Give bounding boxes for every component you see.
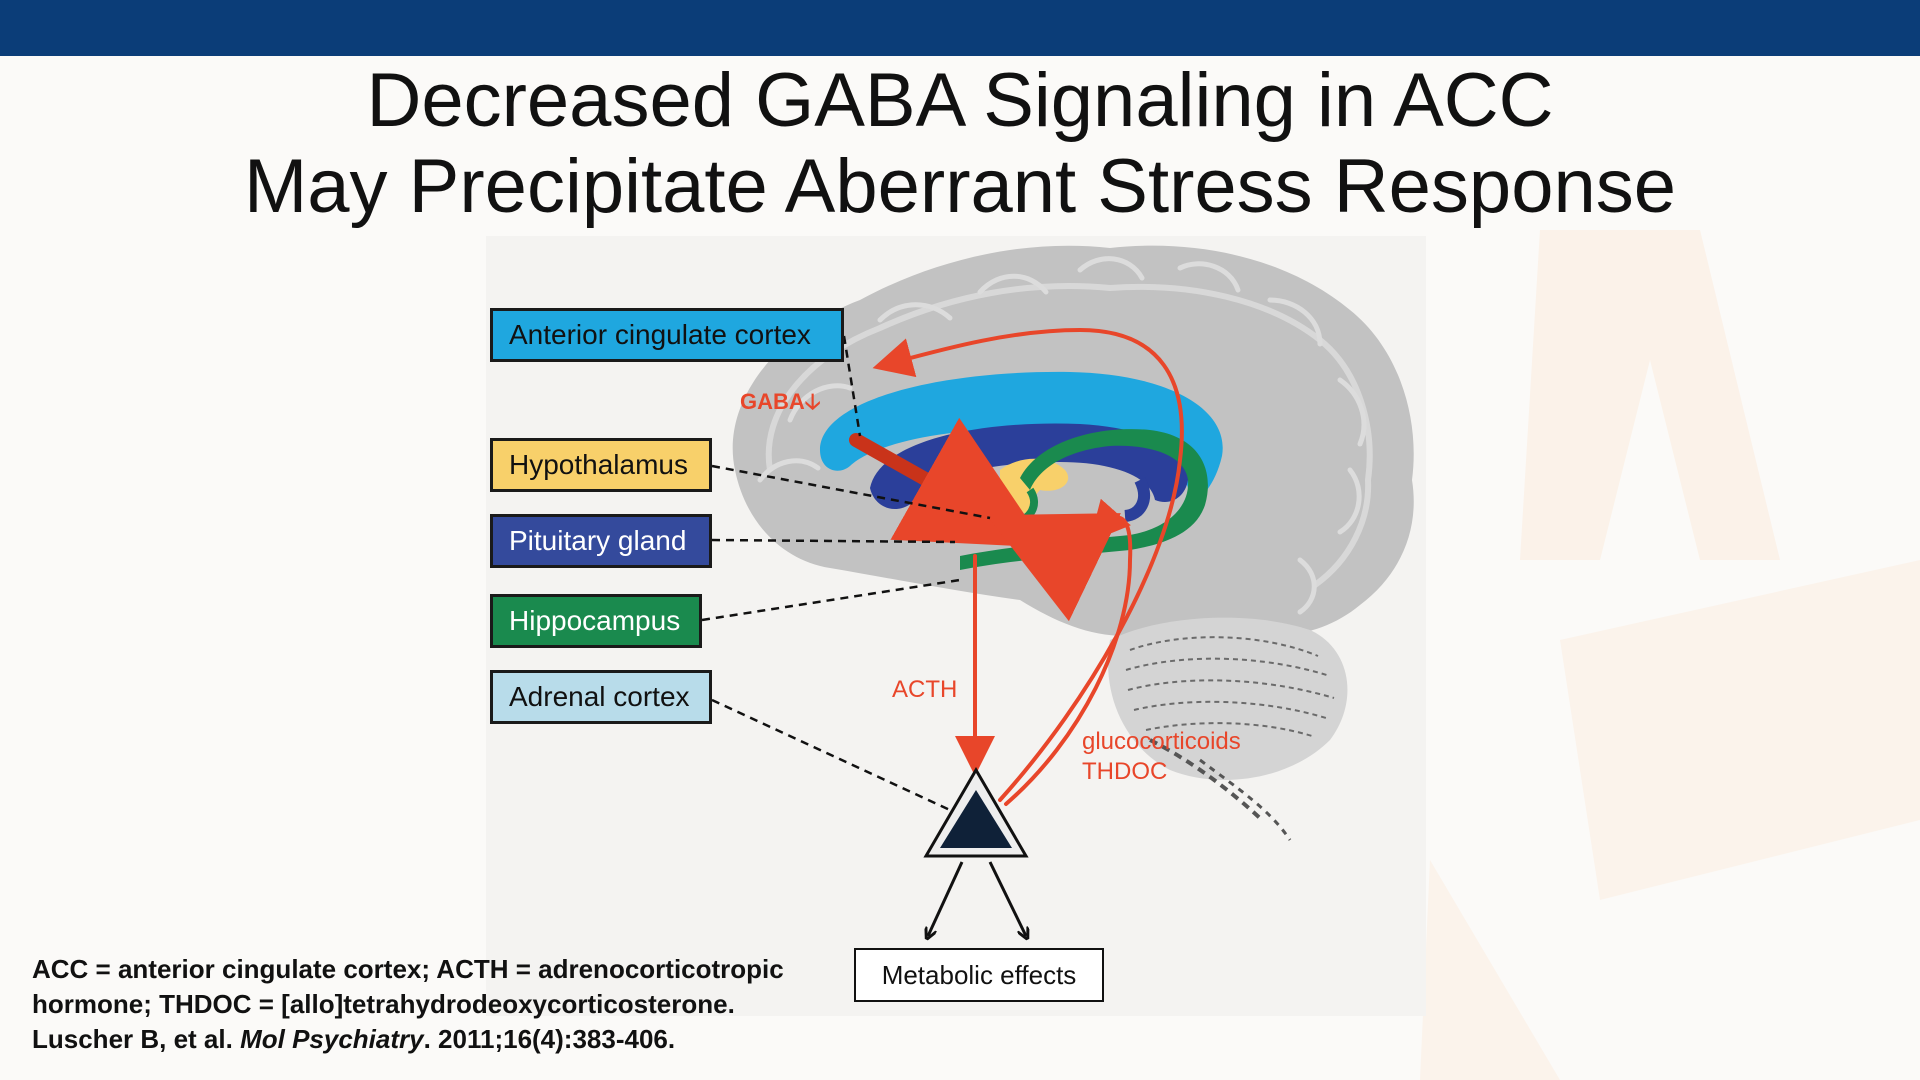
label-anterior-cingulate-cortex: Anterior cingulate cortex bbox=[490, 308, 844, 362]
citation-details: . 2011;16(4):383-406. bbox=[423, 1024, 676, 1054]
down-arrow-icon: 🡣 bbox=[804, 389, 821, 414]
metabolic-arrow-right bbox=[988, 861, 1026, 936]
gaba-label: GABA🡣 bbox=[740, 388, 821, 416]
hippocampus-inhibition-arrow bbox=[986, 513, 1121, 622]
footnote-line-1: ACC = anterior cingulate cortex; ACTH = … bbox=[32, 954, 784, 984]
slide-title: Decreased GABA Signaling in ACC May Prec… bbox=[0, 58, 1920, 230]
acth-label: ACTH bbox=[892, 676, 958, 703]
cerebellum bbox=[1108, 617, 1348, 780]
footnote-line-2: hormone; THDOC = [allo]tetrahydrodeoxyco… bbox=[32, 989, 735, 1019]
label-pituitary-gland: Pituitary gland bbox=[490, 514, 712, 568]
connector-hypothalamus bbox=[711, 464, 991, 520]
footnote: ACC = anterior cingulate cortex; ACTH = … bbox=[32, 952, 862, 1057]
label-metabolic-effects: Metabolic effects bbox=[854, 948, 1104, 1002]
connector-acc bbox=[842, 335, 862, 437]
title-line-2: May Precipitate Aberrant Stress Response bbox=[243, 144, 1676, 229]
label-hypothalamus: Hypothalamus bbox=[490, 438, 712, 492]
title-line-1: Decreased GABA Signaling in ACC bbox=[366, 58, 1554, 143]
connector-pituitary bbox=[711, 538, 956, 544]
connector-adrenal bbox=[711, 698, 951, 812]
label-adrenal-cortex: Adrenal cortex bbox=[490, 670, 712, 724]
gluco-to-acc-arrow bbox=[872, 327, 1184, 802]
brain-inner-shade bbox=[765, 282, 1373, 588]
label-hippocampus: Hippocampus bbox=[490, 594, 702, 648]
gaba-text: GABA bbox=[740, 389, 805, 414]
hippocampus-region bbox=[960, 429, 1208, 570]
glucocorticoids-label: glucocorticoids bbox=[1082, 728, 1241, 755]
adrenal-triangle-inner bbox=[940, 790, 1012, 848]
header-bar bbox=[0, 0, 1920, 56]
gluco-to-hippocampus-arrow bbox=[1004, 498, 1133, 806]
acc-region bbox=[820, 371, 1223, 508]
metabolic-arrow-left bbox=[928, 861, 964, 936]
citation: Luscher B, et al. Mol Psychiatry. 2011;1… bbox=[32, 1022, 862, 1057]
citation-authors: Luscher B, et al. bbox=[32, 1024, 241, 1054]
acc-inhibition-arrow bbox=[849, 417, 1047, 548]
connector-hippocampus bbox=[701, 578, 961, 622]
citation-journal: Mol Psychiatry bbox=[240, 1024, 424, 1054]
brainstem bbox=[1149, 738, 1264, 822]
thdoc-label: THDOC bbox=[1082, 758, 1168, 785]
